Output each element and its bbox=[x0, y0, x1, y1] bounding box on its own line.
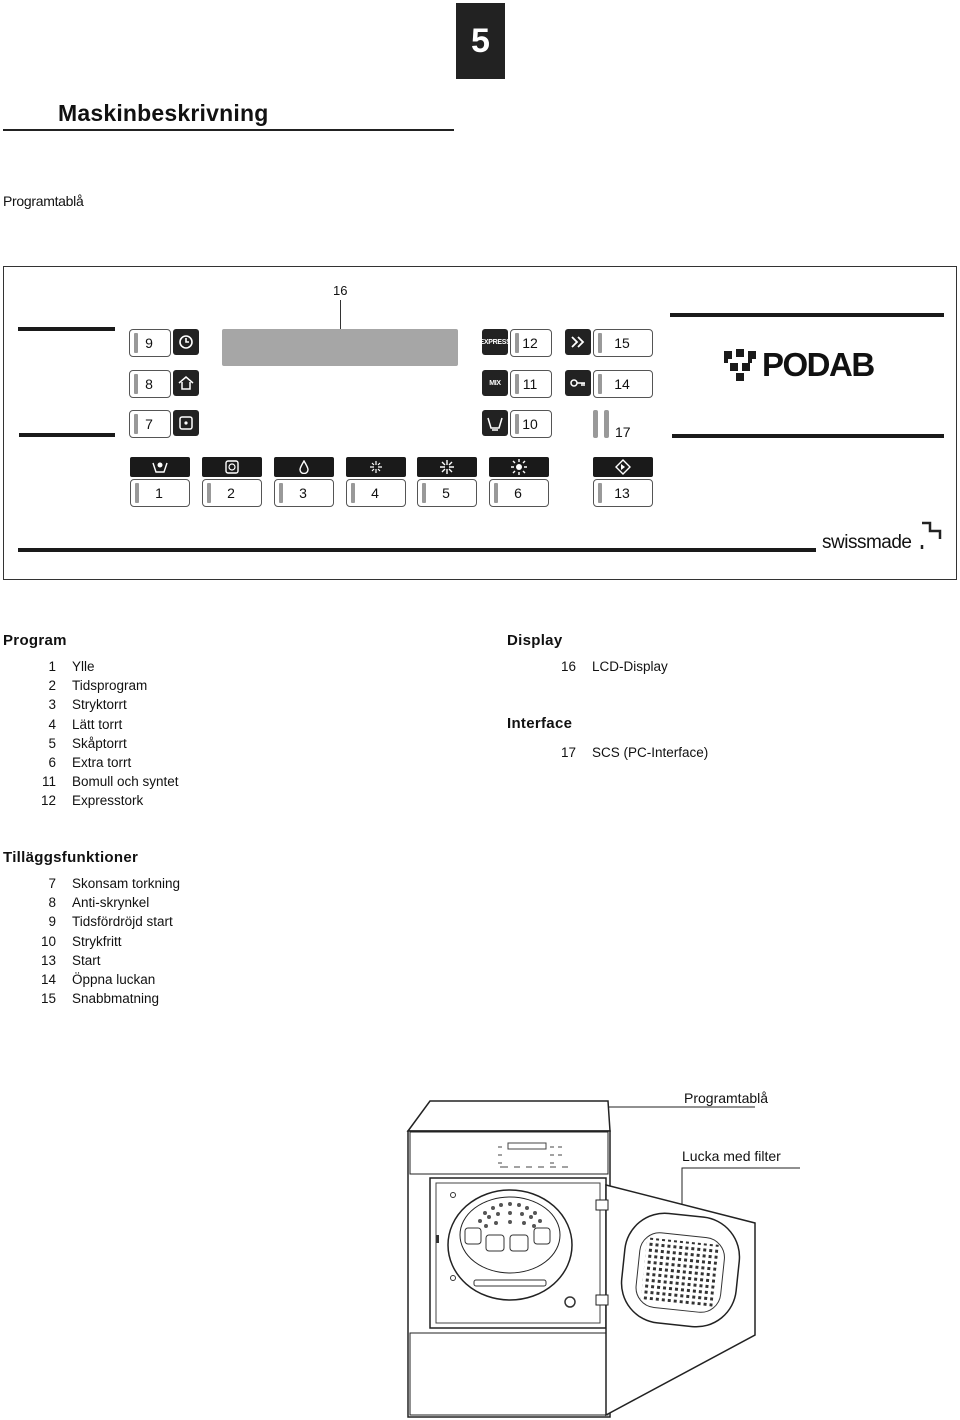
panel-rule bbox=[18, 327, 115, 331]
button-5[interactable]: 5 bbox=[417, 479, 477, 507]
button-8[interactable]: 8 bbox=[129, 370, 171, 398]
podab-logo-mark bbox=[724, 349, 756, 381]
panel-rule bbox=[672, 434, 944, 438]
anti-crease-icon bbox=[173, 370, 199, 396]
page-title: Maskinbeskrivning bbox=[58, 100, 269, 126]
timer-icon bbox=[173, 329, 199, 355]
dryer-illustration bbox=[406, 1100, 800, 1418]
button-2[interactable]: 2 bbox=[202, 479, 262, 507]
light-dry-icon bbox=[346, 457, 406, 477]
key-icon bbox=[565, 370, 591, 396]
button-7[interactable]: 7 bbox=[129, 410, 171, 438]
title-underline bbox=[3, 129, 454, 131]
fast-forward-icon bbox=[565, 329, 591, 355]
callout-lucka-med-filter: Lucka med filter bbox=[682, 1148, 781, 1164]
cupboard-dry-icon bbox=[417, 457, 477, 477]
interface-port bbox=[593, 410, 598, 438]
panel-rule bbox=[670, 313, 944, 317]
time-program-icon bbox=[202, 457, 262, 477]
wool-icon bbox=[130, 457, 190, 477]
display-heading: Display bbox=[507, 632, 563, 649]
podab-logo: PODAB bbox=[720, 346, 875, 384]
lcd-display bbox=[222, 329, 458, 366]
swissmade-cross-mark bbox=[920, 521, 942, 549]
podab-logo-text: PODAB bbox=[762, 346, 875, 383]
callout-programtabla: Programtablå bbox=[684, 1090, 769, 1106]
lcd-callout-number: 16 bbox=[333, 283, 348, 298]
interface-heading: Interface bbox=[507, 715, 573, 732]
button-3[interactable]: 3 bbox=[274, 479, 334, 507]
panel-rule bbox=[19, 433, 115, 437]
express-tag: EXPRESS bbox=[480, 329, 511, 355]
gentle-dry-icon bbox=[173, 410, 199, 436]
button-13[interactable]: 13 bbox=[593, 479, 653, 507]
drop-icon bbox=[274, 457, 334, 477]
button-11[interactable]: 11 bbox=[510, 370, 552, 398]
extra-functions-heading: Tilläggsfunktioner bbox=[3, 849, 139, 866]
program-heading: Program bbox=[3, 632, 67, 649]
button-12[interactable]: 12 bbox=[510, 329, 552, 357]
button-10[interactable]: 10 bbox=[510, 410, 552, 438]
lcd-callout-line bbox=[340, 300, 341, 348]
extra-dry-icon bbox=[489, 457, 549, 477]
button-9[interactable]: 9 bbox=[129, 329, 171, 357]
swissmade-logo: swissmade bbox=[822, 532, 912, 553]
page-number-badge: 5 bbox=[456, 3, 505, 79]
button-6[interactable]: 6 bbox=[489, 479, 549, 507]
interface-port bbox=[604, 410, 609, 438]
panel-rule bbox=[18, 548, 816, 552]
iron-free-icon bbox=[482, 410, 508, 436]
section-subtitle: Programtablå bbox=[3, 193, 84, 209]
start-icon bbox=[593, 457, 653, 477]
button-14[interactable]: 14 bbox=[593, 370, 653, 398]
button-15[interactable]: 15 bbox=[593, 329, 653, 357]
mix-tag: MIX bbox=[482, 370, 508, 396]
interface-number: 17 bbox=[615, 424, 631, 440]
button-4[interactable]: 4 bbox=[346, 479, 406, 507]
button-1[interactable]: 1 bbox=[130, 479, 190, 507]
